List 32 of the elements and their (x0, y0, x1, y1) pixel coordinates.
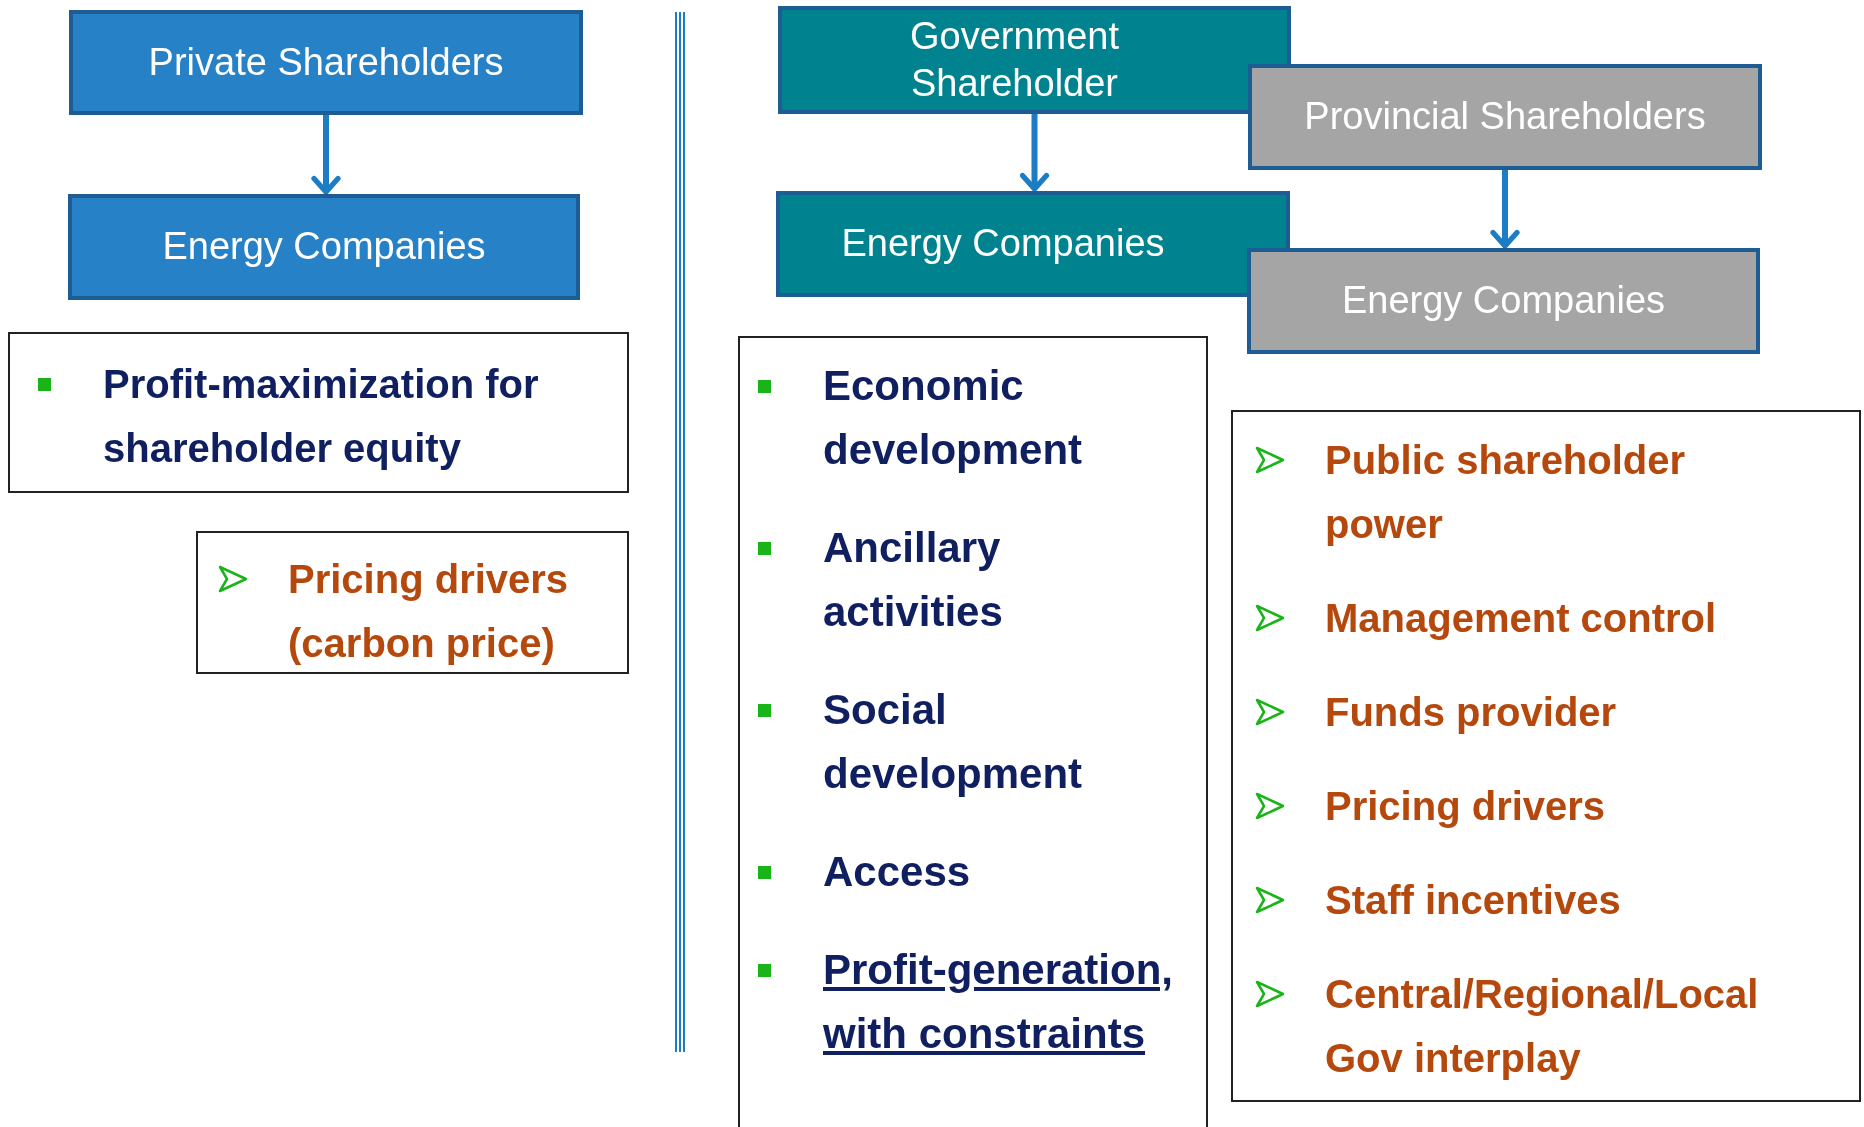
list-item-text: Access (823, 847, 972, 897)
list-item-text: Ancillary activities (823, 523, 1004, 637)
entity-box (1248, 64, 1762, 170)
entity-box (776, 191, 1290, 297)
box-label: Government Shareholder (908, 13, 1121, 106)
text-panel (738, 336, 1208, 1127)
list-item-text: Management control (1325, 595, 1718, 642)
box-label: Energy Companies (841, 221, 1165, 267)
list-item-text: Public shareholder power (1325, 437, 1687, 548)
list-item-text: Pricing drivers (carbon price) (288, 556, 570, 667)
text-panel (1231, 410, 1861, 1102)
list-item-text: Social development (823, 685, 1084, 799)
list-item-text: Funds provider (1325, 689, 1618, 736)
arrow (1019, 114, 1050, 192)
entity-box (68, 194, 580, 300)
box-label: Private Shareholders (148, 39, 504, 85)
list-item-text: Economic development (823, 361, 1084, 475)
arrow (1490, 170, 1520, 249)
entity-box (69, 10, 583, 115)
list-item-text: Staff incentives (1325, 877, 1622, 924)
box-label: Provincial Shareholders (1304, 94, 1706, 140)
text-panel (8, 332, 629, 493)
list-item-text: Pricing drivers (1325, 783, 1607, 830)
box-label: Energy Companies (162, 224, 486, 270)
box-label: Energy Companies (1341, 278, 1666, 324)
entity-box (1247, 248, 1760, 354)
list-item-text: Profit-maximization for shareholder equity (103, 361, 540, 472)
entity-box (778, 6, 1291, 114)
list-item-text: Profit-generation, with constraints (823, 945, 1174, 1059)
text-panel (196, 531, 629, 674)
arrow (311, 115, 341, 195)
list-item-text: Central/Regional/Local Gov interplay (1325, 971, 1760, 1082)
